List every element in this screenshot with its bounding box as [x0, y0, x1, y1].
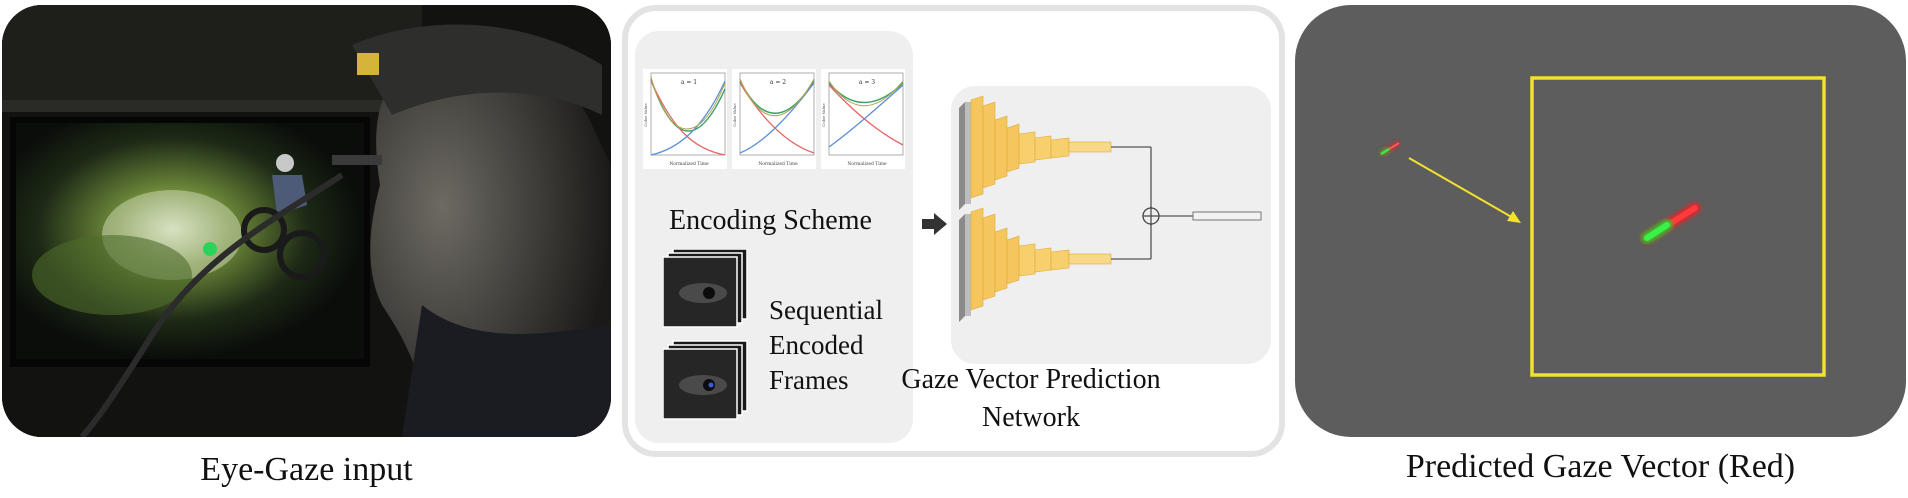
mini-plot-3-title: a = 3: [859, 79, 875, 86]
encoding-plots: a = 1 Normalized Time Color Value a = 2 …: [643, 69, 905, 169]
gaze-visualization: [1379, 76, 1826, 377]
caption-eye-gaze-input: Eye-Gaze input: [200, 451, 413, 488]
mini-plot-3-xlabel: Normalized Time: [847, 161, 887, 167]
cnn-branch-top: [959, 95, 1152, 226]
encoding-card: a = 1 Normalized Time Color Value a = 2 …: [635, 31, 913, 443]
mini-plot-1-ylabel: Color Value: [643, 103, 648, 127]
mini-plot-1: a = 1 Normalized Time Color Value: [643, 69, 727, 169]
predicted-gaze-panel: [1295, 5, 1906, 437]
mini-plot-3: a = 3 Normalized Time Color Value: [821, 69, 905, 169]
mini-plot-2-ylabel: Color Value: [732, 103, 737, 127]
seq-line-1: Sequential: [769, 295, 883, 325]
mini-plot-3-ylabel: Color Value: [821, 103, 826, 127]
zoom-arrow: [1408, 157, 1521, 223]
net-line-1: Gaze Vector Prediction: [901, 364, 1161, 395]
network-diagram: [959, 95, 1262, 322]
seq-line-2: Encoded: [769, 330, 864, 360]
concat-node: [1142, 207, 1193, 225]
frame-stack-bottom: [663, 340, 748, 420]
mini-plot-2-xlabel: Normalized Time: [758, 161, 798, 167]
sequential-encoded-frames-label: Sequential Encoded Frames: [769, 293, 883, 398]
seq-line-3: Frames: [769, 365, 849, 395]
zoomed-gaze-vector: [1641, 202, 1701, 244]
output-vector: [1192, 211, 1262, 221]
encoded-frames: [663, 249, 748, 420]
pipeline-panel: a = 1 Normalized Time Color Value a = 2 …: [622, 5, 1285, 457]
mini-plot-1-xlabel: Normalized Time: [669, 161, 709, 167]
caption-predicted-gaze-vector: Predicted Gaze Vector (Red): [1405, 448, 1796, 485]
mini-plot-1-title: a = 1: [681, 79, 697, 86]
frame-stack-top: [663, 249, 748, 328]
zoom-frame: [1530, 76, 1826, 377]
small-gaze-vector: [1379, 141, 1401, 156]
eye-gaze-photo: [2, 5, 611, 437]
gaze-network-label: Gaze Vector Prediction Network: [881, 361, 1181, 437]
mini-plot-2-title: a = 2: [770, 79, 786, 86]
photo-illustration: [2, 5, 611, 437]
encoding-scheme-label: Encoding Scheme: [669, 205, 872, 236]
cnn-branch-bottom: [959, 206, 1152, 322]
arrow-right-icon: [922, 213, 947, 235]
net-line-2: Network: [982, 402, 1080, 433]
network-card: [951, 86, 1271, 364]
mini-plot-2: a = 2 Normalized Time Color Value: [732, 69, 816, 169]
